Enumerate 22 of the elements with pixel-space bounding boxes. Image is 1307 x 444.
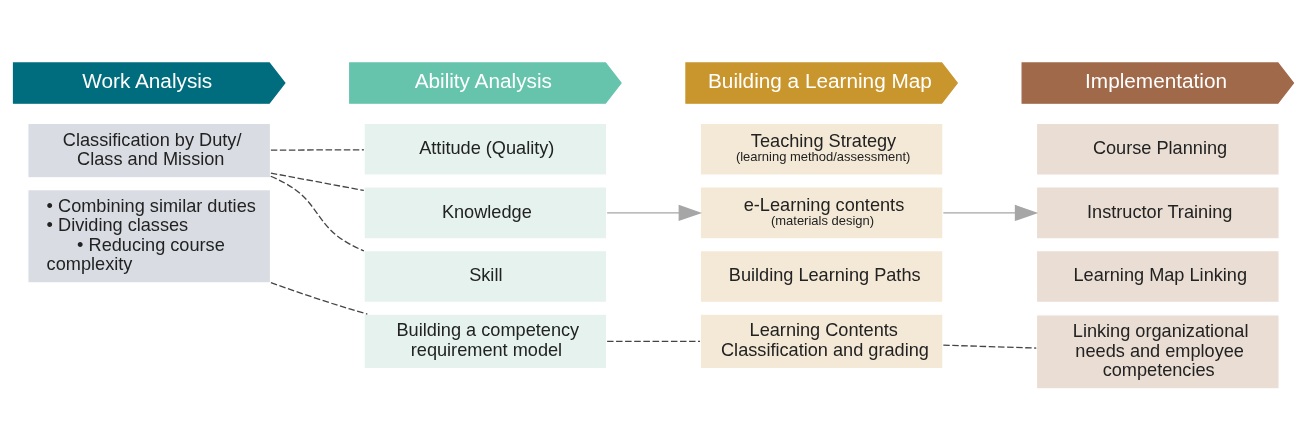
node-box: Linking organizational needs and employee competencies <box>1035 314 1280 390</box>
node-box: Course Planning <box>1035 122 1280 176</box>
connector <box>942 344 1037 349</box>
node-box: • Combining similar duties • Dividing classes • Reducing course complexity <box>27 188 272 284</box>
arrow <box>606 204 702 222</box>
node-box: Building a competency requirement model <box>363 313 608 370</box>
node-box: Learning Contents Classification and grading <box>699 313 944 370</box>
node-box: Knowledge <box>363 186 608 240</box>
node-box: Classification by Duty/ Class and Mission <box>27 122 272 179</box>
connector <box>270 149 365 151</box>
node-box: Learning Map Linking <box>1035 249 1280 304</box>
connector <box>606 340 701 343</box>
node-box: e-Learning contents (materials design) <box>699 186 944 240</box>
node-box: Instructor Training <box>1035 186 1280 240</box>
node-box: Building Learning Paths <box>699 249 944 304</box>
node-box: Skill <box>363 249 608 304</box>
node-box: Teaching Strategy (learning method/assessment) <box>699 122 944 176</box>
node-box: Attitude (Quality) <box>363 122 608 176</box>
connector <box>270 175 365 252</box>
arrow <box>942 204 1039 222</box>
connector <box>270 282 368 315</box>
connector <box>270 172 365 192</box>
